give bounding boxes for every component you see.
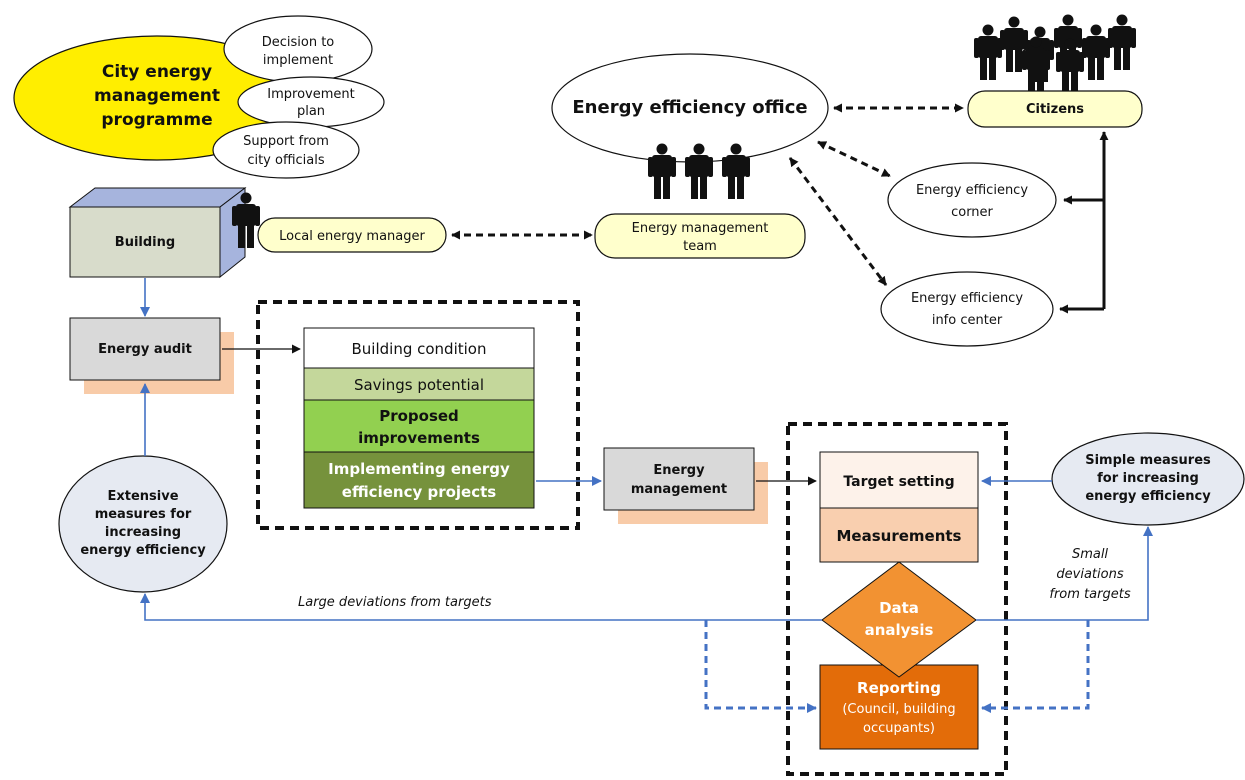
audit-results-dashed-frame	[256, 300, 580, 530]
energy-audit-label: Energy audit	[98, 342, 192, 357]
reporting-line-2: (Council, building	[842, 702, 955, 717]
energy-efficiency-corner-ellipse: Energy efficiency corner	[887, 162, 1057, 238]
small-deviations-line-1: Small	[1072, 547, 1108, 562]
citizens-crowd-icon	[974, 14, 1136, 94]
decision-to-implement-ellipse: Decision to implement	[223, 15, 373, 83]
simple-line-1: Simple measures	[1085, 453, 1211, 468]
support-from-officials-ellipse: Support from city officials	[212, 121, 360, 179]
data-analysis-line-2: analysis	[865, 621, 934, 639]
monitoring-dashed-frame	[786, 422, 1008, 776]
office-corner-link-arrow	[817, 140, 891, 178]
small-deviations-arrow	[976, 526, 1153, 621]
energy-efficiency-info-center-ellipse: Energy efficiency info center	[880, 271, 1054, 347]
programme-title-line-3: programme	[101, 110, 212, 130]
office-info-link-arrow	[788, 157, 888, 286]
team-line-1: Energy management	[632, 221, 769, 236]
local-energy-manager-label: Local energy manager	[279, 229, 425, 244]
building-box: Building	[68, 186, 247, 279]
building-condition-label: Building condition	[352, 340, 487, 358]
simple-line-3: energy efficiency	[1085, 489, 1211, 504]
corner-line-1: Energy efficiency	[916, 183, 1028, 198]
small-deviations-line-3: from targets	[1049, 587, 1130, 602]
right-reporting-dashed-arrow	[981, 620, 1090, 713]
energy-audit-box: Energy audit	[69, 317, 234, 394]
implementing-line-2: efficiency projects	[342, 483, 496, 501]
decision-line-2: implement	[263, 53, 333, 68]
extensive-measures-ellipse: Extensive measures for increasing energy…	[58, 455, 228, 593]
simple-measures-ellipse: Simple measures for increasing energy ef…	[1051, 432, 1245, 526]
team-line-2: team	[683, 239, 717, 254]
decision-line-1: Decision to	[262, 35, 335, 50]
reporting-line-3: occupants)	[863, 721, 935, 736]
large-deviations-label: Large deviations from targets	[298, 595, 492, 610]
target-setting-label: Target setting	[843, 474, 954, 490]
support-line-2: city officials	[247, 153, 325, 168]
left-reporting-dashed-arrow	[704, 620, 817, 713]
audit-results-stack: Building condition Savings potential Pro…	[303, 327, 535, 509]
reporting-box: Reporting (Council, building occupants)	[819, 664, 979, 750]
office-title: Energy efficiency office	[572, 97, 807, 118]
improvement-line-1: Improvement	[267, 87, 354, 102]
energy-management-line-1: Energy	[653, 463, 705, 478]
data-analysis-diamond: Data analysis	[821, 561, 977, 678]
extensive-line-4: energy efficiency	[80, 543, 206, 558]
monitoring-stack: Target setting Measurements	[819, 451, 979, 563]
small-deviations-line-2: deviations	[1056, 567, 1123, 582]
programme-title-line-1: City energy	[102, 62, 212, 82]
proposed-line-1: Proposed	[379, 407, 459, 425]
citizens-label: Citizens	[1026, 102, 1084, 117]
building-label: Building	[115, 235, 175, 250]
data-analysis-line-1: Data	[879, 599, 919, 617]
simple-line-2: for increasing	[1097, 471, 1199, 486]
reporting-line-1: Reporting	[857, 679, 941, 697]
savings-potential-label: Savings potential	[354, 376, 484, 394]
programme-title-line-2: management	[94, 86, 220, 106]
energy-efficiency-office-ellipse: Energy efficiency office	[551, 53, 829, 163]
energy-management-team-pill: Energy management team	[594, 213, 806, 259]
energy-management-team-people-icon	[648, 143, 750, 199]
improvement-line-2: plan	[297, 104, 325, 119]
info-line-2: info center	[932, 313, 1003, 328]
proposed-line-2: improvements	[358, 429, 480, 447]
energy-management-line-2: management	[631, 482, 727, 497]
improvement-plan-ellipse: Improvement plan	[237, 76, 385, 128]
extensive-line-1: Extensive	[107, 489, 178, 504]
citizens-pill: Citizens	[967, 90, 1143, 128]
support-line-1: Support from	[243, 134, 329, 149]
city-energy-management-programme: City energy management programme	[13, 35, 301, 161]
corner-line-2: corner	[951, 205, 993, 220]
energy-management-box: Energy management	[603, 447, 768, 524]
implementing-line-1: Implementing energy	[328, 460, 510, 478]
large-deviations-arrow	[140, 593, 822, 621]
extensive-line-2: measures for	[95, 507, 192, 522]
local-energy-manager-pill: Local energy manager	[257, 217, 447, 253]
extensive-line-3: increasing	[105, 525, 181, 540]
measurements-label: Measurements	[837, 527, 962, 545]
info-line-1: Energy efficiency	[911, 291, 1023, 306]
